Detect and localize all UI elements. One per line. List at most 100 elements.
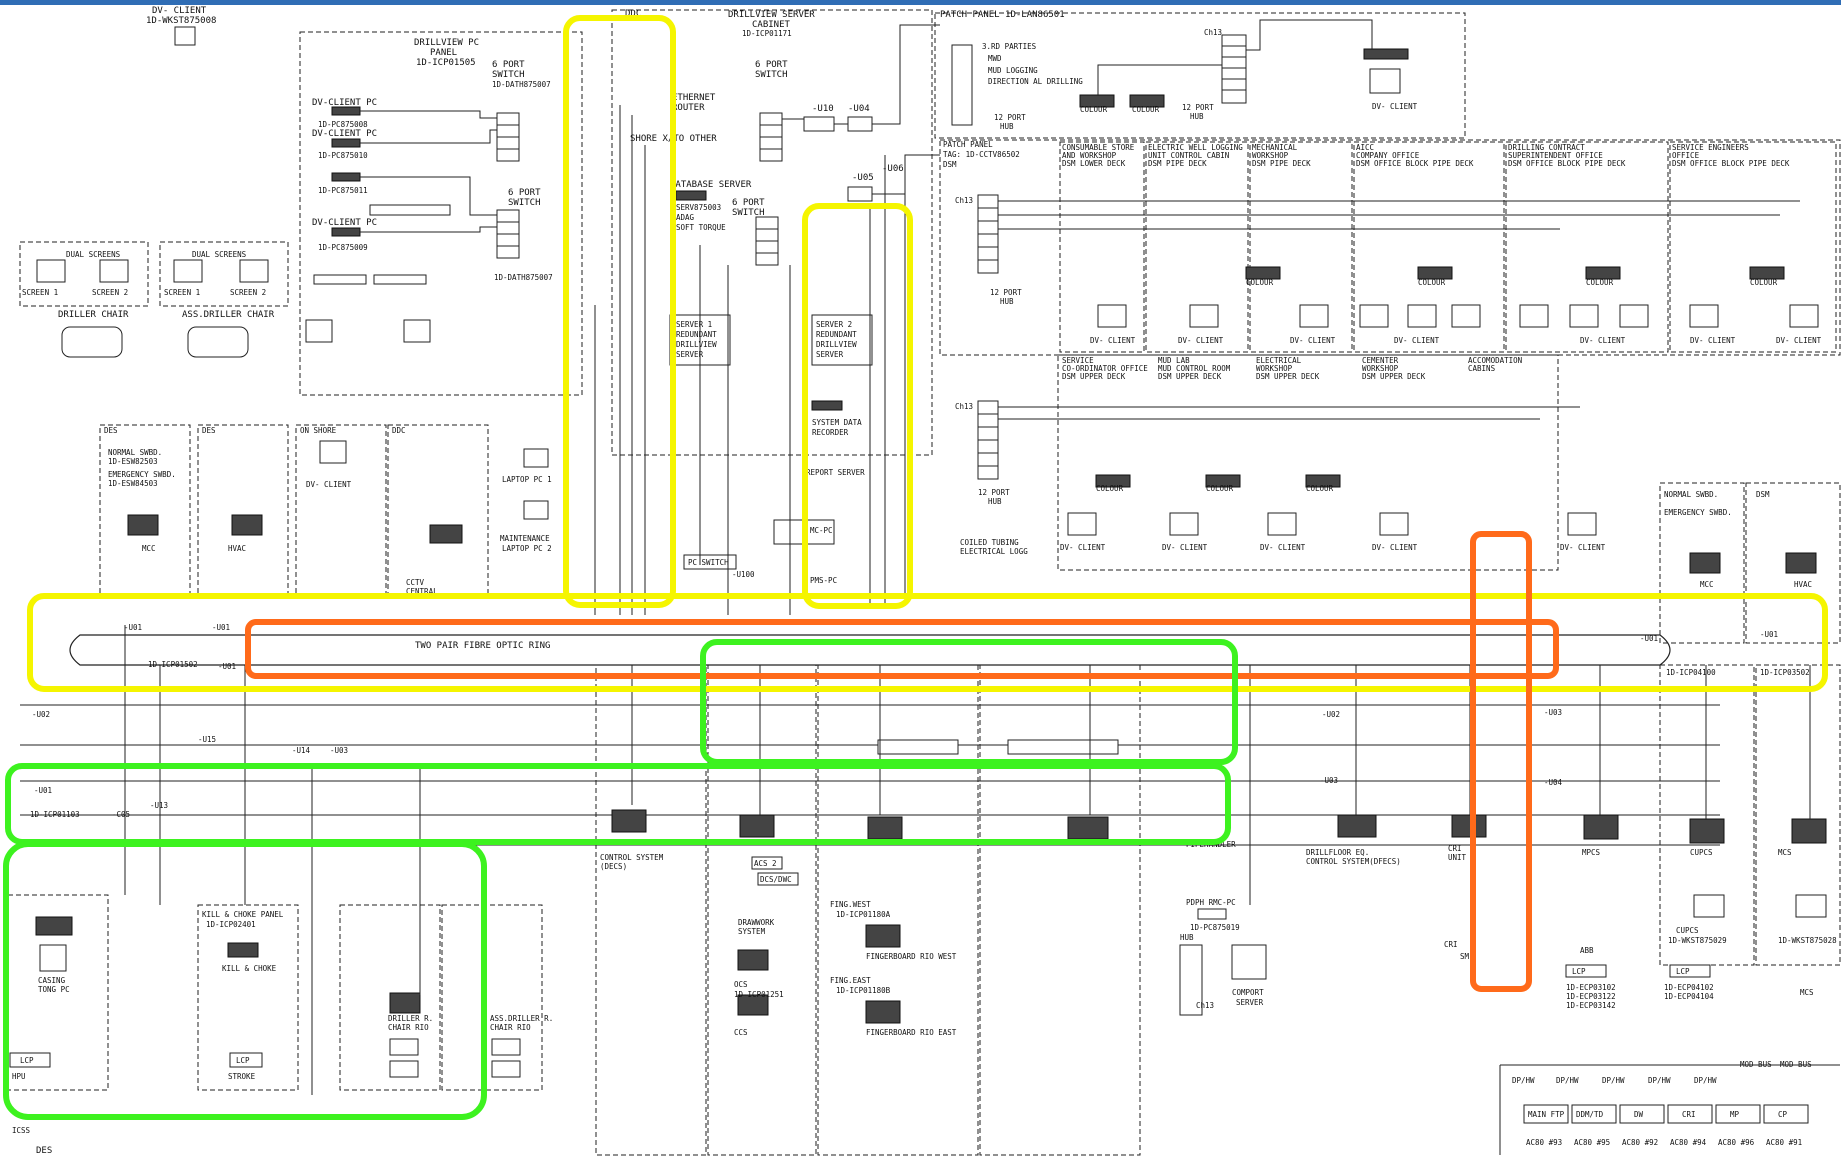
svg-text:DSM PIPE DECK: DSM PIPE DECK xyxy=(1148,159,1207,168)
svg-text:SOFT TORQUE: SOFT TORQUE xyxy=(676,223,726,232)
svg-text:NORMAL SWBD.: NORMAL SWBD. xyxy=(1664,490,1718,499)
svg-text:DRILLVIEW SERVER: DRILLVIEW SERVER xyxy=(728,10,815,20)
svg-text:DW: DW xyxy=(1634,1110,1644,1119)
svg-text:COLOUR: COLOUR xyxy=(1132,105,1160,114)
svg-text:DRILLER R.: DRILLER R. xyxy=(388,1014,433,1023)
svg-text:LAPTOP PC 1: LAPTOP PC 1 xyxy=(502,475,552,484)
svg-text:EMERGENCY SWBD.: EMERGENCY SWBD. xyxy=(1664,508,1732,517)
svg-text:-U14: -U14 xyxy=(292,746,311,755)
hub-dsm-1: Ch13 12 PORT HUB xyxy=(955,195,1022,306)
orange-highlight-vertical xyxy=(1473,534,1529,989)
svg-text:DV- CLIENT: DV- CLIENT xyxy=(1090,336,1136,345)
svg-text:DV- CLIENT: DV- CLIENT xyxy=(1580,336,1626,345)
svg-text:DSM OFFICE BLOCK PIPE DECK: DSM OFFICE BLOCK PIPE DECK xyxy=(1508,159,1626,168)
svg-text:-U100: -U100 xyxy=(732,570,755,579)
svg-text:1D-ICP01251: 1D-ICP01251 xyxy=(734,990,784,999)
svg-text:-U05: -U05 xyxy=(852,173,874,183)
cri-unit: CRI UNIT SM CRI xyxy=(1444,815,1486,961)
svg-text:12 PORT: 12 PORT xyxy=(994,113,1026,122)
svg-text:COLOUR: COLOUR xyxy=(1418,278,1446,287)
svg-text:DSM PIPE DECK: DSM PIPE DECK xyxy=(1252,159,1311,168)
ass-driller-chair: DUAL SCREENS SCREEN 1 SCREEN 2 ASS.DRILL… xyxy=(160,242,288,357)
svg-text:DDM/TD: DDM/TD xyxy=(1576,1110,1604,1119)
driller-rio-section: DRILLER R. CHAIR RIO ASS.DRILLER R. CHAI… xyxy=(340,905,553,1090)
svg-text:DRAWWORK: DRAWWORK xyxy=(738,918,775,927)
svg-text:DSM OFFICE BLOCK PIPE DECK: DSM OFFICE BLOCK PIPE DECK xyxy=(1672,159,1790,168)
svg-text:-U01: -U01 xyxy=(34,786,52,795)
switch-u10: -U10 -U04 -U05 -U06 xyxy=(804,104,904,201)
third-party-ports: 3.RD PARTIES MWD MUD LOGGING DIRECTION A… xyxy=(952,42,1083,131)
svg-text:SERVER: SERVER xyxy=(676,350,704,359)
svg-text:1D-ESW84503: 1D-ESW84503 xyxy=(108,479,158,488)
svg-text:1D-ICP01502: 1D-ICP01502 xyxy=(148,660,198,669)
svg-text:FING.EAST: FING.EAST xyxy=(830,976,871,985)
svg-text:COLOUR: COLOUR xyxy=(1096,484,1124,493)
svg-text:DRILLVIEW: DRILLVIEW xyxy=(816,340,857,349)
svg-text:SYSTEM DATA: SYSTEM DATA xyxy=(812,418,862,427)
svg-text:CCS: CCS xyxy=(734,1028,748,1037)
svg-text:DATABASE SERVER: DATABASE SERVER xyxy=(670,180,752,190)
svg-text:DV- CLIENT: DV- CLIENT xyxy=(152,6,207,16)
svg-text:UNIT: UNIT xyxy=(1448,853,1467,862)
svg-text:COLOUR: COLOUR xyxy=(1306,484,1334,493)
svg-text:SM: SM xyxy=(1460,952,1470,961)
svg-text:SERVER 2: SERVER 2 xyxy=(816,320,852,329)
svg-text:DSM UPPER DECK: DSM UPPER DECK xyxy=(1256,372,1320,381)
svg-text:SERV875003: SERV875003 xyxy=(676,203,721,212)
svg-text:DV- CLIENT: DV- CLIENT xyxy=(1260,543,1306,552)
svg-text:DUAL SCREENS: DUAL SCREENS xyxy=(192,250,247,259)
svg-text:AC80 #95: AC80 #95 xyxy=(1574,1138,1610,1147)
svg-text:1D-ESW82503: 1D-ESW82503 xyxy=(108,457,158,466)
svg-text:DV- CLIENT: DV- CLIENT xyxy=(1394,336,1440,345)
svg-text:PATCH PANEL 1D-LAN86501: PATCH PANEL 1D-LAN86501 xyxy=(940,10,1065,20)
svg-text:EMERGENCY SWBD.: EMERGENCY SWBD. xyxy=(108,470,176,479)
svg-text:DV- CLIENT: DV- CLIENT xyxy=(306,480,352,489)
svg-text:1D-ICP01171: 1D-ICP01171 xyxy=(742,29,792,38)
six-port-switch-d: 6 PORT SWITCH xyxy=(732,198,778,265)
hub-to-printer-wire xyxy=(1098,65,1222,95)
svg-text:HUB: HUB xyxy=(1190,112,1204,121)
svg-text:HVAC: HVAC xyxy=(1794,580,1812,589)
svg-text:DSM OFFICE BLOCK PIPE DECK: DSM OFFICE BLOCK PIPE DECK xyxy=(1356,159,1474,168)
six-port-switch-b: 6 PORT SWITCH 1D-DATH875007 xyxy=(494,188,553,282)
svg-text:MPCS: MPCS xyxy=(1582,848,1601,857)
svg-text:-U02: -U02 xyxy=(32,710,50,719)
svg-text:1D-PC875011: 1D-PC875011 xyxy=(318,186,368,195)
svg-text:DV- CLIENT: DV- CLIENT xyxy=(1776,336,1822,345)
svg-text:CABINS: CABINS xyxy=(1468,364,1496,373)
svg-text:COMPORT: COMPORT xyxy=(1232,988,1264,997)
svg-text:PC SWITCH: PC SWITCH xyxy=(688,558,729,567)
svg-text:ADAG: ADAG xyxy=(676,213,695,222)
svg-text:SERVER 1: SERVER 1 xyxy=(676,320,712,329)
svg-text:DV- CLIENT: DV- CLIENT xyxy=(1372,102,1418,111)
svg-text:SCREEN 1: SCREEN 1 xyxy=(164,288,200,297)
svg-text:DSM UPPER DECK: DSM UPPER DECK xyxy=(1362,372,1426,381)
svg-text:FING.WEST: FING.WEST xyxy=(830,900,871,909)
svg-text:12 PORT: 12 PORT xyxy=(1182,103,1214,112)
svg-text:DV- CLIENT: DV- CLIENT xyxy=(1372,543,1418,552)
svg-text:REDUNDANT: REDUNDANT xyxy=(676,330,717,339)
svg-text:1D-ECP04102: 1D-ECP04102 xyxy=(1664,983,1714,992)
svg-text:SWITCH: SWITCH xyxy=(755,70,788,80)
svg-text:6 PORT: 6 PORT xyxy=(492,60,525,70)
svg-text:DIRECTION AL DRILLING: DIRECTION AL DRILLING xyxy=(988,77,1083,86)
svg-text:6 PORT: 6 PORT xyxy=(732,198,765,208)
svg-text:LCP: LCP xyxy=(20,1056,34,1065)
network-diagram: DV- CLIENT 1D-WKST875008 DRILLVIEW PC PA… xyxy=(0,5,1841,1156)
svg-text:1D-WKST875029: 1D-WKST875029 xyxy=(1668,936,1727,945)
svg-text:COILED TUBING: COILED TUBING xyxy=(960,538,1019,547)
svg-text:1D-ECP03122: 1D-ECP03122 xyxy=(1566,992,1616,1001)
svg-text:CRI: CRI xyxy=(1448,844,1462,853)
svg-text:ASS.DRILLER CHAIR: ASS.DRILLER CHAIR xyxy=(182,310,275,320)
svg-text:REPORT SERVER: REPORT SERVER xyxy=(806,468,865,477)
svg-text:DSM UPPER DECK: DSM UPPER DECK xyxy=(1158,372,1222,381)
dsm-clients-row-1: DV- CLIENT DV- CLIENT DV- CLIENT DV- CLI… xyxy=(998,201,1822,345)
svg-text:CCTV: CCTV xyxy=(406,578,425,587)
svg-text:-U01: -U01 xyxy=(124,623,142,632)
svg-text:DSM LOWER DECK: DSM LOWER DECK xyxy=(1062,159,1126,168)
twelve-port-hub-top: Ch13 12 PORT HUB xyxy=(1182,28,1246,121)
svg-text:(DECS): (DECS) xyxy=(600,862,627,871)
svg-text:1D-ICP02401: 1D-ICP02401 xyxy=(206,920,256,929)
svg-text:COLOUR: COLOUR xyxy=(1246,278,1274,287)
svg-text:DV- CLIENT: DV- CLIENT xyxy=(1060,543,1106,552)
